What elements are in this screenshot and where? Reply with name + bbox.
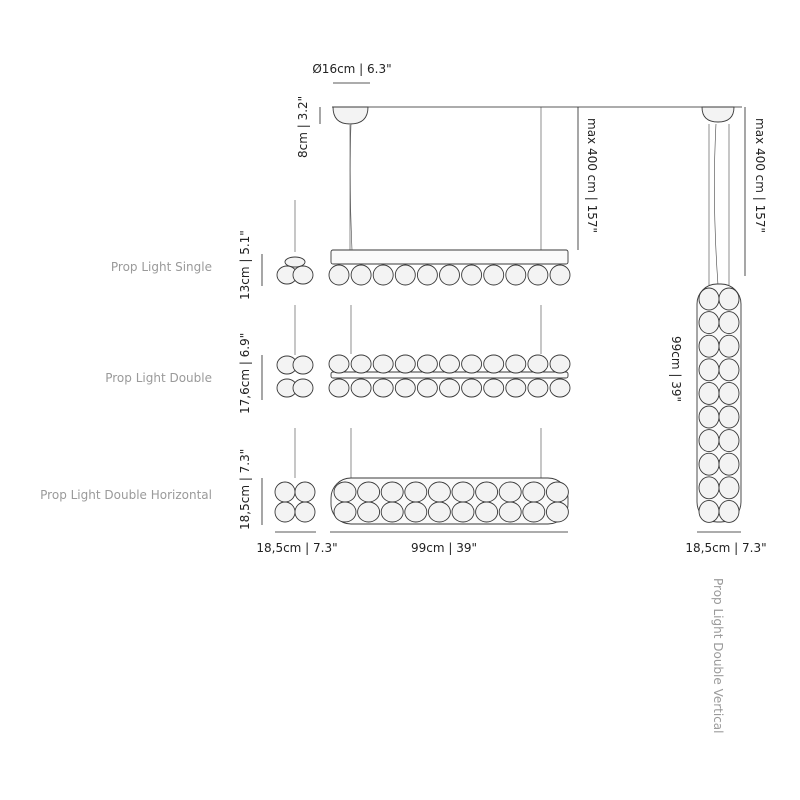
fixture-double-front: [328, 305, 571, 398]
canopy-left: [332, 106, 369, 125]
label-prop-light-double: Prop Light Double: [105, 371, 212, 385]
dim-vertical-width: 18,5cm | 7.3": [685, 541, 766, 555]
globe: [718, 429, 740, 453]
globe: [718, 476, 740, 500]
dim-canopy-height: 8cm | 3.2": [296, 96, 310, 158]
globe: [394, 264, 416, 286]
dim-canopy-diameter: Ø16cm | 6.3": [312, 62, 391, 76]
globe: [416, 354, 438, 374]
dim-double-height: 17,6cm | 6.9": [238, 333, 252, 414]
globe: [698, 429, 720, 453]
globe: [394, 378, 416, 398]
globe: [522, 481, 546, 503]
globe: [698, 405, 720, 429]
globe: [698, 452, 720, 476]
globe: [718, 499, 740, 523]
globe: [404, 501, 428, 523]
globe: [718, 334, 740, 358]
globe: [483, 354, 505, 374]
canopy-right: [701, 106, 735, 123]
globe: [439, 264, 460, 286]
globe: [328, 378, 350, 398]
fixture-single-side: [276, 200, 314, 285]
label-prop-light-double-horizontal: Prop Light Double Horizontal: [40, 488, 212, 502]
globe: [404, 481, 428, 503]
globe: [372, 354, 394, 374]
globe: [549, 264, 571, 286]
dim-max-drop-horizontal: max 400 cm | 157": [585, 118, 599, 233]
globe: [522, 501, 546, 523]
globe: [698, 476, 720, 500]
globe: [527, 378, 549, 398]
dim-max-drop-vertical: max 400 cm | 157": [753, 118, 767, 233]
globe: [328, 354, 350, 374]
globe: [416, 378, 438, 398]
globe: [505, 264, 527, 286]
globe: [718, 311, 740, 335]
globe: [380, 501, 404, 523]
globe: [333, 481, 357, 503]
power-cable: [349, 123, 353, 251]
globe: [372, 378, 394, 398]
globe: [461, 264, 483, 286]
globe: [475, 501, 499, 523]
globe: [350, 354, 372, 374]
globe: [451, 501, 475, 523]
globe: [427, 481, 451, 503]
globe: [698, 381, 720, 405]
globe: [718, 358, 740, 382]
fixture-single-front: [328, 249, 571, 286]
globe: [527, 264, 549, 286]
globe: [350, 378, 372, 398]
dim-length: 99cm | 39": [411, 541, 477, 555]
globe: [357, 501, 381, 523]
globe: [718, 287, 740, 311]
globe: [505, 378, 527, 398]
globe: [698, 358, 720, 382]
globe: [718, 405, 740, 429]
globe: [394, 354, 416, 374]
globe: [380, 481, 404, 503]
globe: [527, 354, 549, 374]
globe: [427, 501, 451, 523]
dim-vertical-length: 99cm | 39": [669, 336, 683, 402]
globe: [357, 481, 381, 503]
label-prop-light-double-vertical: Prop Light Double Vertical: [711, 578, 725, 733]
globe: [718, 381, 740, 405]
globe: [475, 481, 499, 503]
globe: [498, 501, 522, 523]
globe: [698, 311, 720, 335]
globe: [545, 501, 569, 523]
globe: [483, 378, 505, 398]
globe: [698, 287, 720, 311]
globe: [549, 378, 571, 398]
globe: [416, 264, 438, 286]
globe: [461, 378, 483, 398]
globe: [328, 264, 350, 286]
globe: [718, 452, 740, 476]
globe: [439, 354, 460, 374]
globe: [483, 264, 505, 286]
globe: [549, 354, 571, 374]
dim-horizontal-height: 18,5cm | 7.3": [238, 449, 252, 530]
globe: [505, 354, 527, 374]
fixture-double-side: [276, 305, 314, 398]
globe: [698, 334, 720, 358]
globe: [451, 481, 475, 503]
fixture-vertical: [696, 123, 742, 523]
globe: [439, 378, 460, 398]
globe: [350, 264, 372, 286]
globe: [698, 499, 720, 523]
label-prop-light-single: Prop Light Single: [111, 260, 212, 274]
dim-single-height: 13cm | 5.1": [238, 230, 252, 300]
globe: [372, 264, 394, 286]
fixture-horizontal-side: [274, 428, 316, 523]
globe: [498, 481, 522, 503]
fixture-horizontal-front: [330, 428, 569, 525]
globe: [461, 354, 483, 374]
globe: [333, 501, 357, 523]
globe: [545, 481, 569, 503]
dim-depth: 18,5cm | 7.3": [256, 541, 337, 555]
